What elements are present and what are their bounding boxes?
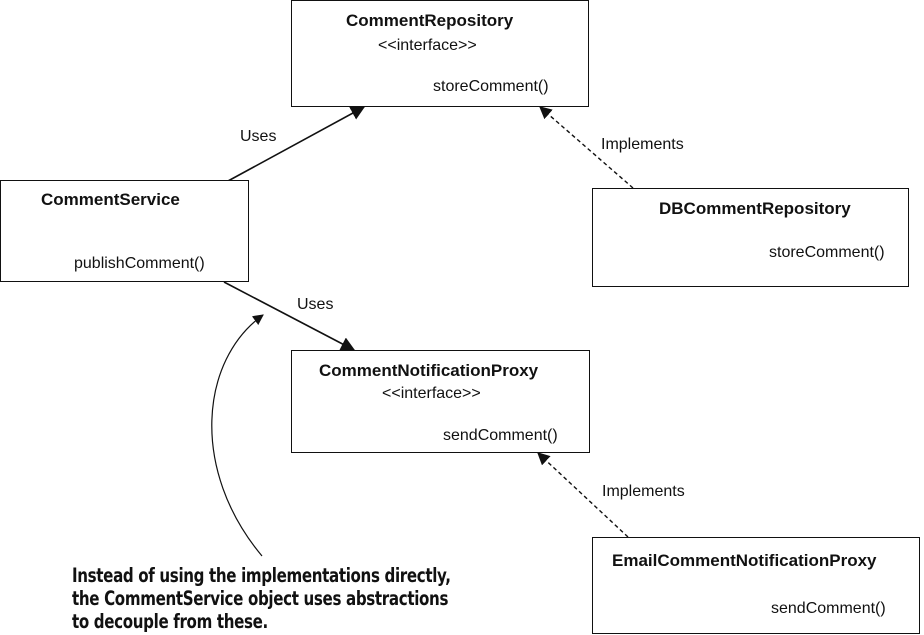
comment-repository-title: CommentRepository: [346, 11, 514, 30]
comment-notification-proxy-method: sendComment(): [443, 427, 558, 444]
implements-label-repository: Implements: [601, 136, 684, 153]
db-comment-repository-title: DBCommentRepository: [659, 199, 851, 218]
email-comment-notification-proxy-method: sendComment(): [771, 600, 886, 617]
implements-label-proxy: Implements: [602, 483, 685, 500]
comment-service-title: CommentService: [41, 190, 180, 209]
comment-repository-method: storeComment(): [433, 78, 549, 95]
comment-notification-proxy-box: CommentNotificationProxy <<interface>> s…: [291, 350, 590, 453]
callout-arrow: [211, 314, 264, 557]
comment-service-box: CommentService publishComment(): [0, 180, 249, 282]
comment-notification-proxy-title: CommentNotificationProxy: [319, 361, 539, 380]
db-comment-repository-method: storeComment(): [769, 244, 885, 261]
callout-line-1: Instead of using the implementations dir…: [72, 564, 451, 587]
db-comment-repository-box: DBCommentRepository storeComment(): [592, 188, 909, 287]
uses-arrow-repository: [227, 106, 366, 182]
email-comment-notification-proxy-title: EmailCommentNotificationProxy: [612, 551, 877, 570]
comment-service-method: publishComment(): [74, 255, 205, 272]
uses-label-repository: Uses: [240, 128, 277, 145]
comment-repository-stereotype: <<interface>>: [378, 37, 477, 54]
comment-notification-proxy-stereotype: <<interface>>: [382, 385, 481, 402]
callout-line-3: to decouple from these.: [72, 610, 268, 633]
uses-arrow-proxy: [223, 281, 356, 351]
comment-repository-box: CommentRepository <<interface>> storeCom…: [291, 0, 589, 107]
callout-note: Instead of using the implementations dir…: [72, 564, 451, 633]
email-comment-notification-proxy-box: EmailCommentNotificationProxy sendCommen…: [592, 537, 920, 634]
uses-label-proxy: Uses: [297, 296, 334, 313]
callout-line-2: the CommentService object uses abstracti…: [72, 587, 449, 610]
